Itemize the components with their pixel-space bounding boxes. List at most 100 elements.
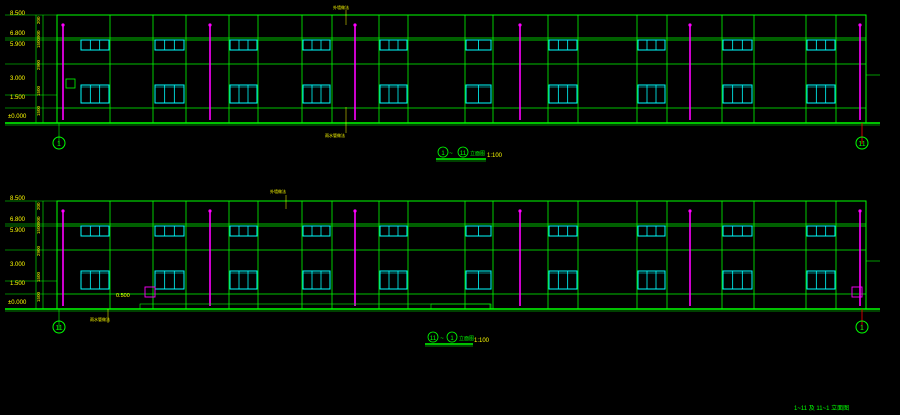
step-label: 0.500 [116,293,130,299]
downpipe-head [518,23,522,27]
axis-label: 1 [860,325,864,332]
axis-bubble [855,136,869,150]
dimension-labels-2: 200 900 1500 2900 1500 1500 [36,202,41,302]
window [379,270,408,290]
level-labels-1: 8.500 6.800 5.900 3.000 1.500 ±0.000 [8,11,27,120]
window [548,39,578,51]
svg-text:~: ~ [440,336,444,342]
dimension-labels-1: 200 900 1500 2900 1500 1500 [36,16,41,116]
note-label: 雨水管做法 [90,316,110,322]
window [637,39,666,51]
axis-labels-2: 11 1 [55,325,864,332]
downpipe-head [208,209,212,213]
window [806,225,836,237]
level-label: 8.500 [10,196,26,202]
svg-text:~: ~ [449,151,453,157]
window [302,39,331,51]
window [379,84,408,104]
title-start: 1 [441,151,445,157]
window [229,225,258,237]
dim-label: 200 [36,202,41,210]
title-scale: 1:100 [487,153,503,159]
downpipe-head [858,23,862,27]
notes-2: 外墙做法 雨水管做法 0.500 [90,188,286,322]
window [302,270,331,290]
window [154,39,185,51]
elevation-title-2: 11 1 ~ 立面图 1:100 [425,331,490,347]
title-scale: 1:100 [474,338,490,344]
level-label: 5.900 [10,42,26,48]
door-mark [65,78,76,89]
downpipe-head [61,209,65,213]
sheet-title: 1~11 及 11~1 立面图 [794,404,849,412]
downpipe-head [208,23,212,27]
window [722,39,753,51]
axis-bubbles-1 [52,136,869,150]
notes-1: 外墙做法 雨水管做法 [325,4,349,138]
level-label: 3.000 [10,262,26,268]
dim-label: 1500 [36,37,41,48]
level-label: 5.900 [10,228,26,234]
dim-label: 1500 [36,291,41,302]
window [806,84,836,104]
level-label: 6.800 [10,217,26,223]
window [154,270,185,290]
window [302,225,331,237]
window [379,225,408,237]
door-mark [144,286,156,298]
title-word: 立面图 [470,150,485,157]
title-end: 11 [460,151,467,157]
axis-bubble [52,320,66,334]
elevation-11-to-1 [5,195,880,330]
title-word: 立面图 [459,335,474,342]
downpipe-head [353,209,357,213]
axis-bubble [52,136,66,150]
dim-label: 2900 [36,245,41,256]
note-label: 外墙做法 [333,4,349,10]
window [229,270,258,290]
window [637,225,666,237]
window [80,84,110,104]
window [154,84,185,104]
title-end: 1 [450,336,454,342]
dim-label: 900 [36,30,41,38]
downpipe-head [518,209,522,213]
axis-label: 1 [57,141,61,148]
window [548,84,578,104]
window [548,270,578,290]
axis-bubbles-2 [52,320,869,334]
downpipe-head [858,209,862,213]
dim-label: 1500 [36,223,41,234]
dim-label: 1500 [36,271,41,282]
window [637,84,666,104]
dim-label: 200 [36,16,41,24]
axis-label: 11 [55,325,62,332]
elevation-title-1: 1 11 ~ 立面图 1:100 [436,146,503,162]
downpipe-head [688,209,692,213]
level-label: 8.500 [10,11,26,17]
level-label: 1.500 [10,95,26,101]
level-label: 6.800 [10,31,26,37]
window [229,84,258,104]
door-mark [851,286,863,298]
downpipe-head [688,23,692,27]
window [154,225,185,237]
window [379,39,408,51]
downpipe-head [61,23,65,27]
window [806,270,836,290]
note-label: 外墙做法 [270,188,286,194]
window [722,270,753,290]
window [302,84,331,104]
level-label: 3.000 [10,76,26,82]
window [722,84,753,104]
elevation-1-to-11 [5,10,880,144]
window [806,39,836,51]
downpipe-head [353,23,357,27]
note-label: 雨水管做法 [325,132,345,138]
window [80,225,110,237]
level-label: 1.500 [10,281,26,287]
window [229,39,258,51]
entrance-step [430,303,492,310]
dim-label: 900 [36,216,41,224]
dim-label: 1500 [36,105,41,116]
